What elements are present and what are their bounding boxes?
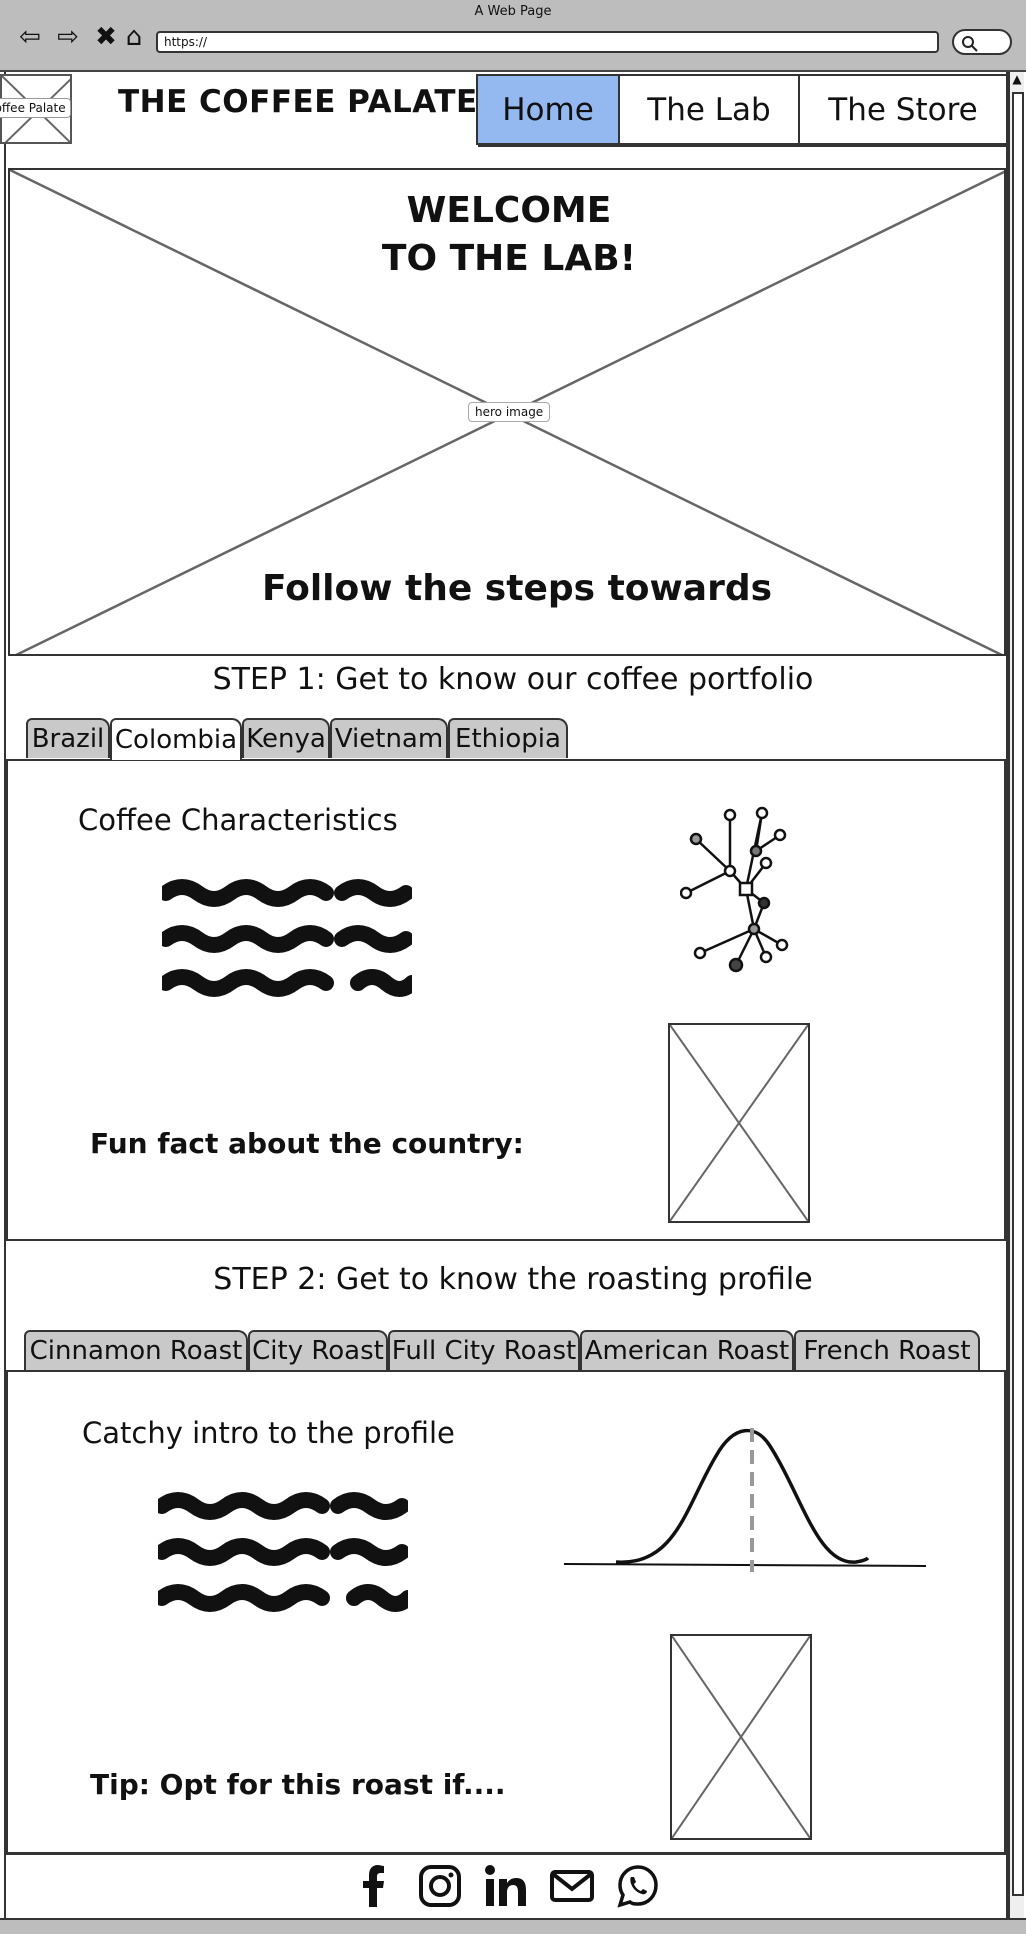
linkedin-icon[interactable] [483,1863,529,1909]
vertical-scrollbar[interactable]: ▲ [1008,72,1024,1922]
text-placeholder-line [158,1492,408,1520]
profile-intro-heading: Catchy intro to the profile [82,1416,455,1450]
url-input[interactable]: https:// [156,31,939,53]
hero-subheading: Follow the steps towards [261,568,773,609]
hero-heading-line2: TO THE LAB! [381,238,637,279]
text-placeholder-line [162,969,412,997]
country-image [668,1023,810,1223]
step1-panel: Coffee Characteristics [6,759,1006,1241]
stop-icon[interactable]: ✖ [95,22,117,52]
forward-arrow-icon[interactable]: ⇨ [57,22,79,52]
browser-search-box[interactable] [952,29,1012,55]
tab-vietnam[interactable]: Vietnam [330,718,448,758]
instagram-icon[interactable] [417,1863,463,1909]
status-bar [0,1918,1026,1934]
text-placeholder-line [158,1584,408,1612]
step1-title: STEP 1: Get to know our coffee portfolio [212,662,814,697]
home-icon[interactable]: ⌂ [125,22,143,52]
tab-kenya[interactable]: Kenya [242,718,330,758]
characteristics-heading: Coffee Characteristics [78,803,398,837]
scroll-up-icon[interactable]: ▲ [1012,72,1022,86]
tab-french-roast[interactable]: French Roast [794,1330,980,1370]
image-placeholder-icon [671,1635,811,1839]
tab-brazil[interactable]: Brazil [26,718,110,758]
network-graph-icon [680,806,789,973]
search-icon [962,36,978,52]
tab-colombia[interactable]: Colombia [110,718,242,760]
whatsapp-icon[interactable] [615,1863,661,1909]
text-placeholder-line [162,879,412,907]
tab-cinnamon-roast[interactable]: Cinnamon Roast [24,1330,248,1370]
tab-ethiopia[interactable]: Ethiopia [448,718,568,758]
fun-fact-label: Fun fact about the country: [90,1127,524,1160]
main-nav: Home The Lab The Store [476,74,1008,145]
back-arrow-icon[interactable]: ⇦ [19,22,41,52]
window-title: A Web Page [474,4,552,19]
mail-icon[interactable] [549,1863,595,1909]
nav-home[interactable]: Home [478,76,620,143]
step2-title: STEP 2: Get to know the roasting profile [213,1262,813,1297]
hero-image-label: hero image [468,402,551,422]
image-placeholder-icon [669,1024,809,1222]
brand-title: THE COFFEE PALATE [118,84,478,120]
roast-image [670,1634,812,1840]
text-placeholder-line [162,925,412,953]
logo-label: e Coffee Palate [0,98,71,118]
tab-city-roast[interactable]: City Roast [248,1330,388,1370]
tab-full-city-roast[interactable]: Full City Roast [388,1330,580,1370]
footer-social [4,1853,1008,1917]
bell-curve-icon [563,1428,927,1572]
tab-american-roast[interactable]: American Roast [580,1330,794,1370]
roast-tip-label: Tip: Opt for this roast if.... [90,1768,506,1801]
step2-panel: Catchy intro to the profile Tip: Opt for… [6,1370,1006,1854]
hero-heading-line1: WELCOME [406,190,612,231]
text-placeholder-line [158,1538,408,1566]
step2-tabs: Cinnamon Roast City Roast Full City Roas… [24,1330,984,1374]
step1-tabs: Brazil Colombia Kenya Vietnam Ethiopia [26,718,586,762]
nav-the-store[interactable]: The Store [800,76,1006,143]
scroll-thumb[interactable] [1012,92,1024,1896]
nav-the-lab[interactable]: The Lab [620,76,800,143]
facebook-icon[interactable] [351,1863,397,1909]
